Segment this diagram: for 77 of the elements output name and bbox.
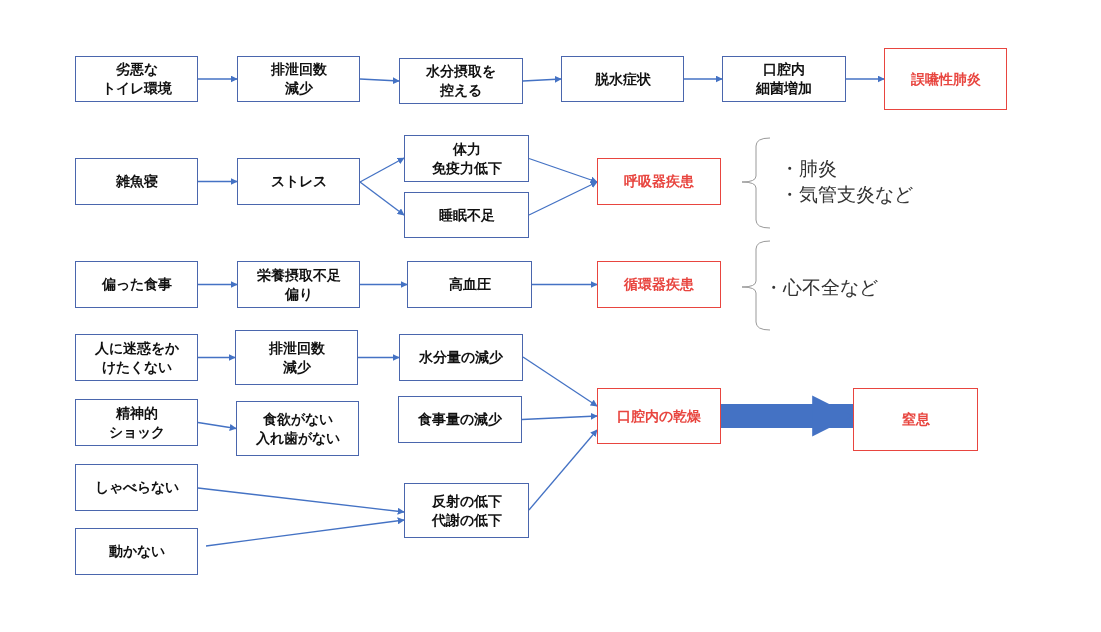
arrow — [205, 517, 405, 547]
process-box — [75, 158, 198, 205]
node-text: 口腔内細菌増加 — [754, 60, 813, 98]
outcome-box — [597, 388, 721, 444]
arrow — [359, 281, 408, 288]
block-arrow — [721, 395, 853, 437]
process-box — [561, 56, 684, 102]
arrow — [845, 75, 885, 83]
process-box — [237, 56, 360, 102]
process-box — [399, 58, 523, 104]
process-box — [75, 56, 198, 102]
node-text: 反射の低下代謝の低下 — [430, 491, 503, 530]
process-box — [398, 396, 522, 443]
arrow — [522, 356, 598, 407]
arrow — [197, 178, 238, 185]
arrow — [683, 75, 723, 83]
arrow — [528, 157, 598, 184]
process-box — [75, 261, 198, 308]
node-text: 食欲がない入れ歯がない — [254, 409, 341, 448]
node-text: 睡眠不足 — [437, 205, 496, 225]
arrow — [521, 412, 598, 421]
node-text: 誤嚥性肺炎 — [909, 69, 982, 89]
process-box — [75, 528, 198, 575]
node-text: 劣悪なトイレ環境 — [100, 60, 173, 98]
outcome-box — [597, 158, 721, 205]
node-text: しゃべらない — [93, 478, 180, 497]
node-text: 高血圧 — [447, 275, 492, 294]
node-text: 水分量の減少 — [418, 348, 504, 367]
process-box — [75, 334, 198, 381]
bullet-note: ・心不全など — [764, 276, 878, 300]
node-text: 動かない — [107, 542, 166, 561]
node-text: 人に迷惑をかけたくない — [93, 338, 180, 377]
node-text: 精神的ショック — [107, 403, 166, 442]
arrow — [197, 75, 238, 83]
arrow — [197, 281, 238, 288]
process-box — [404, 192, 529, 238]
arrow — [359, 77, 400, 85]
arrow — [531, 281, 598, 288]
node-text: 偏った食事 — [100, 275, 173, 294]
process-box — [237, 261, 360, 308]
process-box — [399, 334, 523, 381]
node-text: 循環器疾患 — [623, 275, 695, 294]
bullet-note: ・気管支炎など — [780, 183, 913, 207]
node-text: 呼吸器疾患 — [623, 172, 695, 191]
node-text: 脱水症状 — [593, 69, 652, 89]
arrow — [197, 421, 237, 431]
node-text: 食事量の減少 — [417, 410, 503, 429]
outcome-box — [884, 48, 1007, 110]
process-box — [75, 399, 198, 446]
bullet-note: ・肺炎 — [780, 157, 837, 181]
process-box — [235, 330, 358, 385]
process-box — [75, 464, 198, 511]
node-text: ストレス — [269, 172, 328, 191]
arrow — [522, 75, 562, 83]
outcome-box — [853, 388, 978, 451]
process-box — [407, 261, 532, 308]
outcome-box — [597, 261, 721, 308]
node-text: 水分摂取を控える — [425, 62, 497, 100]
node-text: 排泄回数減少 — [269, 60, 328, 98]
arrow — [359, 157, 405, 183]
arrow — [197, 487, 405, 515]
process-box — [404, 135, 529, 182]
node-text: 栄養摂取不足偏り — [255, 265, 342, 304]
arrow — [528, 181, 598, 216]
process-box — [404, 483, 529, 538]
node-text: 排泄回数減少 — [267, 338, 326, 377]
arrow — [528, 429, 598, 511]
process-box — [236, 401, 359, 456]
node-text: 体力免疫力低下 — [430, 139, 503, 178]
arrow — [357, 354, 400, 361]
node-text: 雑魚寝 — [114, 172, 159, 191]
process-box — [237, 158, 360, 205]
process-box — [722, 56, 846, 102]
arrow — [197, 354, 236, 361]
node-text: 窒息 — [900, 410, 931, 429]
node-text: 口腔内の乾燥 — [616, 406, 702, 426]
arrow — [359, 181, 405, 216]
